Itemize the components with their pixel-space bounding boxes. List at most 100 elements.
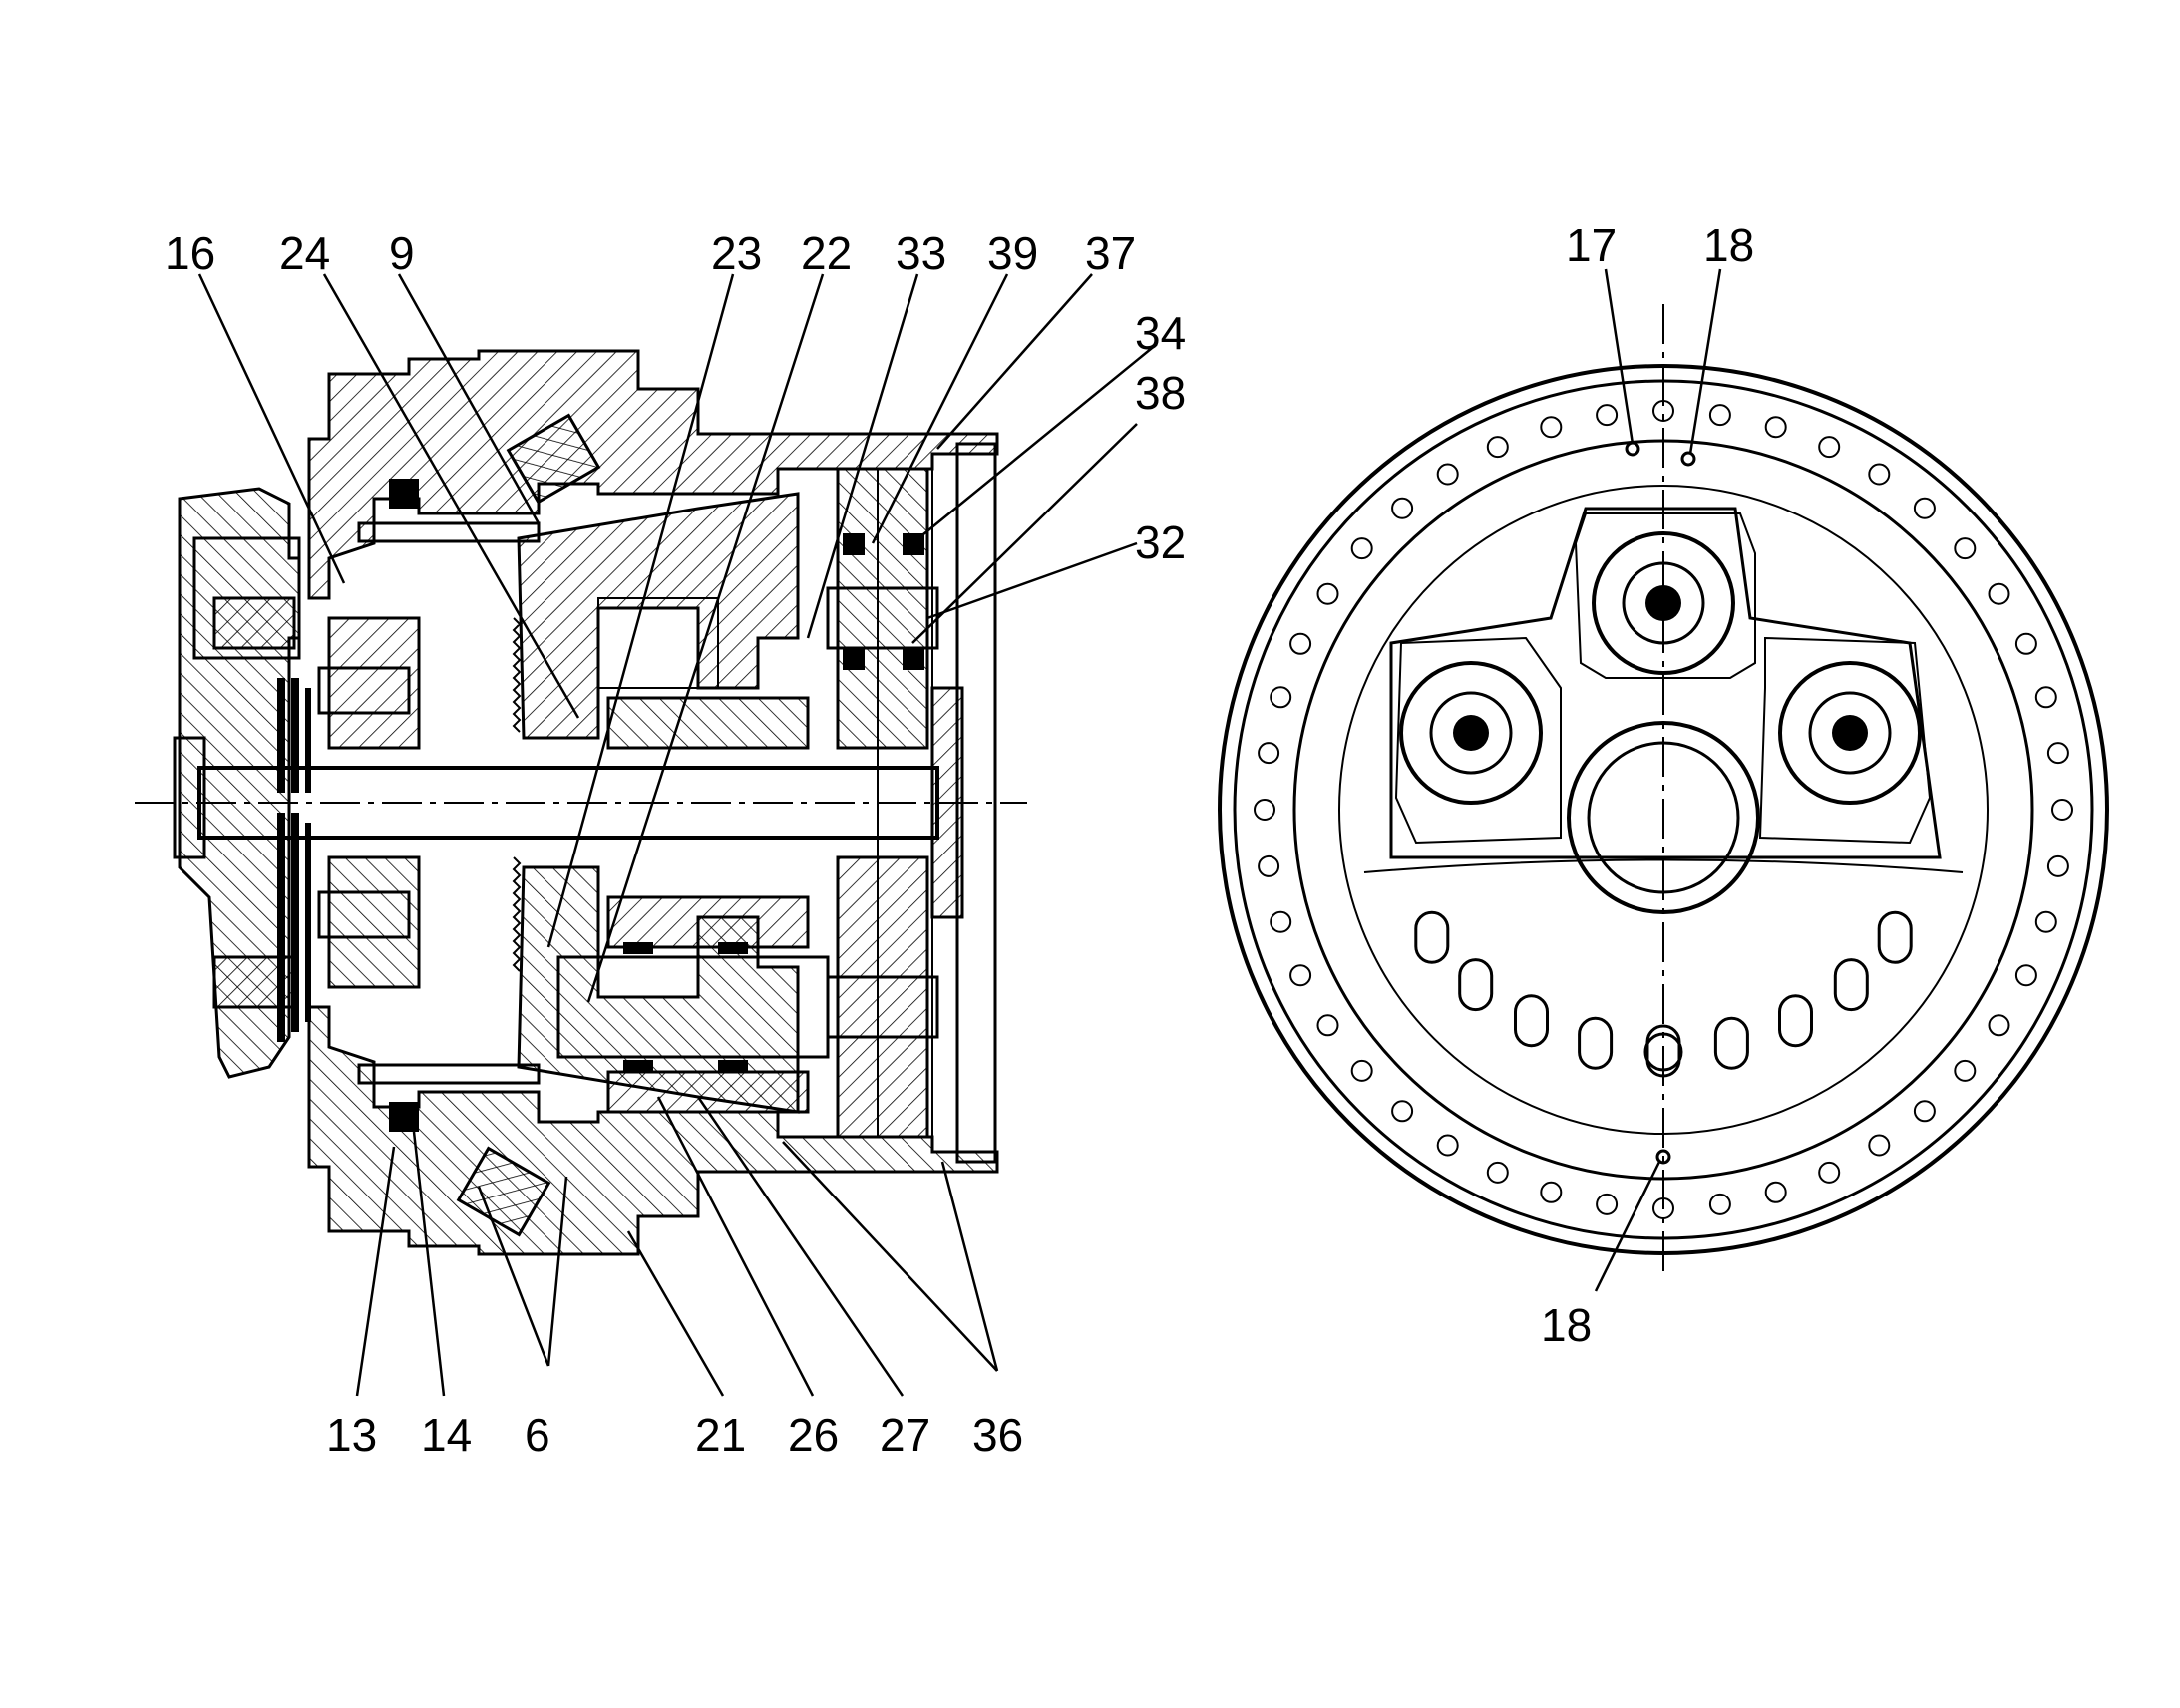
oil-port	[1414, 910, 1450, 964]
bolt-hole	[1596, 1193, 1619, 1215]
bolt-hole	[1316, 582, 1339, 605]
bolt-upper	[357, 521, 541, 543]
leader-lines	[197, 268, 1722, 1397]
oil-port	[1578, 1016, 1614, 1070]
brake-disc-upper	[212, 596, 296, 650]
planet-carrier-upper	[517, 492, 800, 740]
oil-port	[1778, 994, 1813, 1048]
bolt-hole	[1954, 537, 1977, 560]
label-21: 21	[695, 1409, 746, 1461]
bolt-hole	[1954, 1059, 1977, 1082]
brake-piston	[173, 736, 206, 859]
label-37: 37	[1085, 227, 1136, 279]
planet-left-mid	[1429, 691, 1513, 775]
bolt-hole	[1391, 497, 1414, 519]
bolt-hole	[1486, 436, 1509, 459]
label-18-bottom: 18	[1541, 1299, 1592, 1351]
section-view	[135, 349, 1027, 1256]
bolt-hole	[2014, 964, 2037, 987]
brake-housing	[192, 536, 301, 660]
bolt-hole	[2014, 632, 2037, 655]
oil-port	[1645, 1024, 1681, 1078]
third-bearing-1	[843, 533, 865, 555]
bolt-hole	[1289, 964, 1312, 987]
center-hub-inner	[1587, 741, 1740, 894]
bolt-hole	[1652, 400, 1674, 422]
label-13: 13	[326, 1409, 377, 1461]
bolt-hole	[1764, 416, 1787, 439]
label-33: 33	[896, 227, 946, 279]
bolt-hole	[1988, 582, 2010, 605]
planet-bore-upper	[597, 597, 719, 689]
bolt-hole	[1913, 1100, 1936, 1123]
label-32: 32	[1135, 516, 1186, 568]
oil-port	[1833, 958, 1869, 1012]
planet-frame-top	[1574, 512, 1756, 679]
needle-bearing-lower-3	[623, 1060, 653, 1072]
third-stage-lower	[836, 855, 929, 1139]
label-27: 27	[880, 1409, 930, 1461]
first-planet-pin-lower	[317, 890, 411, 939]
housing-upper	[307, 349, 999, 600]
label-18-top: 18	[1703, 219, 1754, 271]
marker-hole-18-top	[1680, 451, 1696, 467]
oil-port	[1713, 1016, 1749, 1070]
planet-frame-right	[1758, 636, 1932, 845]
label-6: 6	[525, 1409, 550, 1461]
bolt-hole	[1289, 632, 1312, 655]
planet-top-mid	[1622, 561, 1705, 645]
needle-bearing-lower-1	[623, 942, 653, 954]
planet-gear-lower-bottom	[606, 1070, 810, 1114]
end-view	[1218, 304, 2109, 1271]
bolt-hole	[1596, 404, 1619, 427]
bolt-hole	[2034, 910, 2057, 933]
bolt-hole	[1652, 1197, 1674, 1219]
ring-gear-teeth-lower	[512, 856, 522, 972]
bolt-hole	[1913, 497, 1936, 519]
part-labels: 16 24 9 23 22 33 39 37 34 38 32 13 14 6 …	[165, 219, 1754, 1461]
label-16: 16	[165, 227, 215, 279]
label-22: 22	[801, 227, 852, 279]
bolt-hole	[2046, 742, 2069, 765]
bolt-hole	[1988, 1014, 2010, 1037]
lower-face-divider	[1363, 858, 1964, 873]
bolt-hole	[1708, 404, 1731, 427]
center-hub	[1567, 721, 1760, 914]
bolt-hole	[1270, 686, 1292, 709]
planet-right-mid	[1808, 691, 1892, 775]
bolt-lower	[357, 1063, 541, 1085]
label-39: 39	[987, 227, 1038, 279]
bolt-hole	[1818, 1161, 1841, 1184]
bolt-hole	[1868, 1134, 1891, 1157]
bolt-hole	[1540, 416, 1563, 439]
bolt-hole	[1270, 910, 1292, 933]
bolt-hole	[1254, 799, 1275, 821]
bolt-hole	[1316, 1014, 1339, 1037]
bolt-hole	[1486, 1161, 1509, 1184]
drain-port	[1643, 1032, 1683, 1072]
label-17: 17	[1566, 219, 1617, 271]
planet-top-hub	[1645, 585, 1681, 621]
oil-port	[1877, 910, 1913, 964]
bolt-hole	[2051, 799, 2073, 821]
planet-gear-lower-top	[606, 895, 810, 949]
bolt-hole	[1436, 463, 1459, 486]
third-bearing-3	[843, 648, 865, 670]
marker-hole-17	[1625, 441, 1640, 457]
bolt-hole	[1764, 1181, 1787, 1203]
needle-bearing-lower-4	[718, 1060, 748, 1072]
seal-lower	[389, 1102, 419, 1132]
label-36: 36	[972, 1409, 1023, 1461]
seal-upper	[389, 479, 419, 509]
bolt-hole	[1708, 1193, 1731, 1215]
bolt-hole	[1818, 436, 1841, 459]
marker-hole-18-bottom	[1655, 1149, 1671, 1165]
planet-left-outer	[1399, 661, 1543, 805]
label-24: 24	[279, 227, 330, 279]
label-26: 26	[788, 1409, 839, 1461]
planet-frame-left	[1394, 636, 1562, 845]
third-bearing-4	[903, 648, 924, 670]
bolt-hole	[1258, 742, 1280, 765]
label-14: 14	[421, 1409, 472, 1461]
